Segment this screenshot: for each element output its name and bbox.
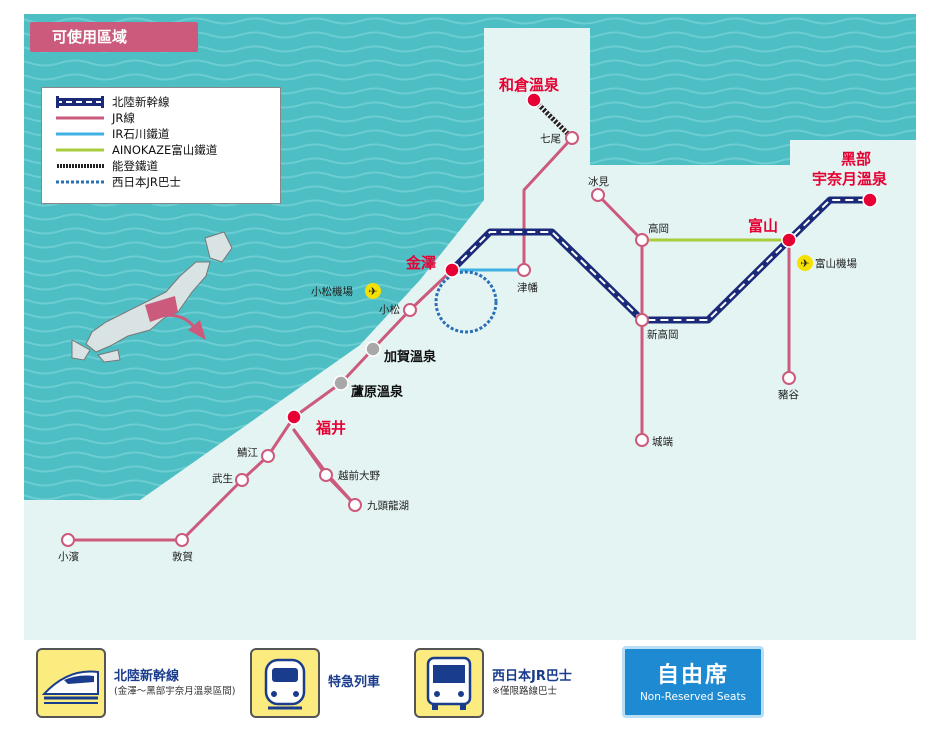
label-inotani: 豬谷 bbox=[778, 388, 799, 401]
shinkansen-info: 北陸新幹線 (金澤～黑部宇奈月溫泉區間) bbox=[36, 648, 235, 718]
non-reserved-en: Non-Reserved Seats bbox=[639, 691, 747, 703]
japan-highlight bbox=[145, 296, 178, 322]
map-legend: 北陸新幹線 JR線 IR石川鐵道 AINOKAZE富山鐵道 能登鐵道 西日本JR… bbox=[41, 87, 281, 204]
usage-area-tag: 可使用區域 bbox=[30, 22, 198, 52]
label-toyama: 富山 bbox=[748, 217, 778, 235]
label-shintakaoka: 新高岡 bbox=[647, 328, 679, 341]
legend-ir: IR石川鐵道 bbox=[54, 126, 280, 142]
label-komatsu: 小松 bbox=[379, 303, 400, 316]
ir-ishikawa-line-sample bbox=[56, 132, 104, 136]
jr-line-sample bbox=[56, 116, 104, 120]
label-tsuruga: 敦賀 bbox=[172, 550, 193, 563]
label-kuzuryuko: 九頭龍湖 bbox=[367, 499, 409, 512]
legend-label: 北陸新幹線 bbox=[112, 95, 170, 109]
land-area bbox=[24, 28, 916, 640]
onsen-stations bbox=[333, 341, 381, 391]
legend-label: 能登鐵道 bbox=[112, 159, 158, 173]
bus-icon bbox=[414, 648, 484, 718]
non-reserved-zh: 自由席 bbox=[656, 663, 729, 688]
bus-label: 西日本JR巴士 bbox=[492, 668, 572, 684]
shinkansen-train-icon bbox=[36, 648, 106, 718]
non-reserved-seats-badge: 自由席 Non-Reserved Seats bbox=[622, 646, 764, 718]
label-obama: 小濱 bbox=[58, 550, 79, 563]
svg-text:✈: ✈ bbox=[800, 257, 809, 270]
svg-text:✈: ✈ bbox=[368, 285, 377, 298]
bottom-info-bar: 北陸新幹線 (金澤～黑部宇奈月溫泉區間) 特急列車 西日本JR巴士 ※僅限路線巴… bbox=[0, 640, 940, 736]
bus-sublabel: ※僅限路線巴士 bbox=[492, 685, 557, 697]
label-johana: 城端 bbox=[652, 435, 673, 448]
express-info: 特急列車 bbox=[250, 648, 380, 718]
legend-label: IR石川鐵道 bbox=[112, 127, 170, 141]
label-nanao: 七尾 bbox=[540, 133, 561, 145]
komatsu-airport-icon: ✈ bbox=[365, 283, 381, 299]
express-label: 特急列車 bbox=[328, 675, 381, 690]
minor-stations bbox=[61, 131, 796, 547]
label-kurobe-2: 宇奈月溫泉 bbox=[812, 170, 888, 188]
label-toyama-airport: 富山機場 bbox=[815, 257, 857, 270]
label-kurobe-1: 黑部 bbox=[841, 150, 871, 168]
label-takefu: 武生 bbox=[212, 472, 233, 485]
ainokaze-line-sample bbox=[56, 148, 104, 152]
legend-bus: 西日本JR巴士 bbox=[54, 174, 280, 190]
label-himi: 冰見 bbox=[588, 175, 609, 188]
shinkansen-sublabel: (金澤～黑部宇奈月溫泉區間) bbox=[114, 685, 236, 697]
legend-label: AINOKAZE富山鐵道 bbox=[112, 143, 218, 157]
noto-railway-ticks bbox=[532, 98, 574, 140]
label-echizen-ono: 越前大野 bbox=[338, 469, 380, 482]
toyama-airport-icon: ✈ bbox=[797, 255, 813, 271]
legend-jr: JR線 bbox=[54, 110, 280, 126]
label-sabae: 鯖江 bbox=[237, 446, 258, 459]
label-takaoka: 高岡 bbox=[648, 222, 669, 235]
shinkansen-line-sample bbox=[56, 96, 104, 108]
label-komatsu-airport: 小松機場 bbox=[311, 285, 353, 298]
legend-label: 西日本JR巴士 bbox=[112, 175, 181, 189]
label-wakura: 和倉溫泉 bbox=[499, 76, 560, 94]
bus-info: 西日本JR巴士 ※僅限路線巴士 bbox=[414, 648, 572, 718]
label-tsubata: 津幡 bbox=[517, 281, 538, 294]
legend-label: JR線 bbox=[112, 111, 135, 125]
major-stations bbox=[286, 92, 878, 425]
label-kaga: 加賀溫泉 bbox=[383, 349, 437, 365]
label-kanazawa: 金澤 bbox=[405, 254, 436, 272]
route-map: ✈ ✈ 和倉溫泉 七尾 黑部 宇奈月溫泉 冰見 高岡 富山 富山機場 金澤 津幡… bbox=[24, 14, 916, 640]
express-train-icon bbox=[250, 648, 320, 718]
legend-noto: 能登鐵道 bbox=[54, 158, 280, 174]
legend-shinkansen: 北陸新幹線 bbox=[54, 94, 280, 110]
label-fukui: 福井 bbox=[315, 419, 346, 437]
arrow-head-icon bbox=[188, 320, 206, 340]
noto-railway-sample bbox=[56, 164, 104, 168]
label-awara: 蘆原溫泉 bbox=[351, 384, 404, 400]
legend-ainokaze: AINOKAZE富山鐵道 bbox=[54, 142, 280, 158]
jr-bus-loop bbox=[434, 270, 498, 334]
shinkansen-line-center bbox=[451, 199, 870, 321]
jr-bus-sample bbox=[56, 180, 104, 184]
shinkansen-label: 北陸新幹線 bbox=[114, 668, 180, 684]
